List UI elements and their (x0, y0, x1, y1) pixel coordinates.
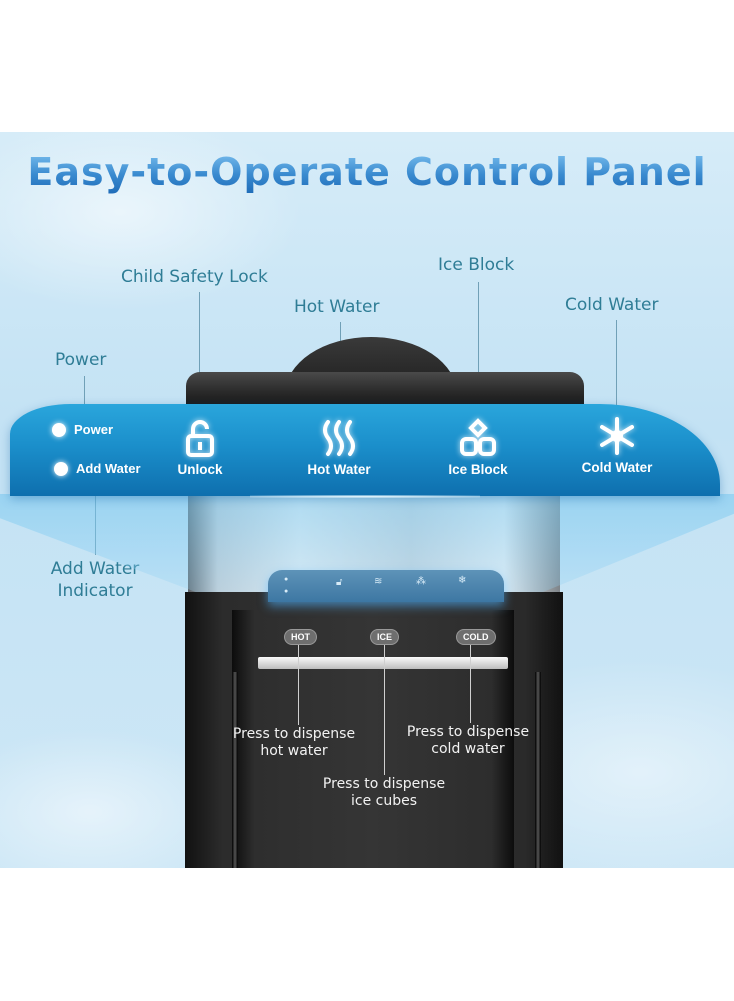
cold-dispense-line2: cold water (431, 741, 505, 757)
mini-lock-icon: 🔓︎ (336, 577, 343, 588)
mini-dot-icon: ● (284, 588, 289, 595)
ice-block-label: Ice Block (448, 462, 508, 477)
callout-add-water-line1: Add Water (50, 559, 140, 579)
ice-dispense-line1: Press to dispense (322, 776, 446, 792)
mini-control-panel: ● ● 🔓︎ ≋ ⁂ ❄ (268, 570, 504, 602)
indicator-add-water: Add Water (54, 461, 141, 476)
hot-button[interactable]: HOT (284, 629, 317, 645)
snowflake-icon (562, 416, 672, 456)
leader-line-cold-dispense (470, 645, 471, 723)
product-infographic: Easy-to-Operate Control Panel Child Safe… (0, 132, 734, 868)
leader-line-cold (616, 320, 617, 428)
control-panel-banner (10, 404, 720, 498)
leader-line-hot-dispense (298, 645, 299, 725)
callout-child-safety-lock: Child Safety Lock (121, 267, 268, 287)
cold-water-label: Cold Water (581, 460, 653, 475)
hot-water-label: Hot Water (307, 462, 371, 477)
ice-dispense-text: Press to dispense ice cubes (316, 776, 452, 810)
indicator-add-water-label: Add Water (76, 461, 141, 476)
page-title: Easy-to-Operate Control Panel (0, 150, 734, 194)
mini-dot-icon: ● (284, 576, 289, 583)
power-indicator-light-icon (52, 422, 66, 437)
panel-button-unlock[interactable]: Unlock (145, 418, 255, 477)
panel-button-ice-block[interactable]: Ice Block (423, 418, 533, 477)
dispenser-rail (258, 657, 508, 669)
unlock-label: Unlock (177, 462, 223, 477)
panel-button-hot-water[interactable]: Hot Water (284, 418, 394, 477)
machine-lid (186, 372, 584, 408)
mini-steam-icon: ≋ (374, 576, 383, 587)
cold-button[interactable]: COLD (456, 629, 496, 645)
ice-button[interactable]: ICE (370, 629, 400, 645)
callout-add-water-indicator: Add Water Indicator (43, 558, 147, 602)
leader-line-power (84, 376, 85, 421)
steam-icon (284, 418, 394, 458)
callout-add-water-line2: Indicator (57, 581, 133, 601)
ice-dispense-line2: ice cubes (350, 793, 417, 809)
right-frame-bar (535, 672, 541, 868)
callout-ice-block: Ice Block (438, 255, 515, 275)
indicator-power: Power (52, 422, 113, 437)
callout-cold-water: Cold Water (565, 295, 659, 315)
cold-dispense-text: Press to dispense cold water (400, 724, 536, 758)
callout-hot-water: Hot Water (294, 297, 380, 317)
indicator-power-label: Power (74, 422, 114, 437)
leader-line-ice (478, 282, 479, 427)
mini-ice-icon: ⁂ (416, 576, 426, 587)
leader-line-ice-dispense (384, 645, 385, 775)
mini-snowflake-icon: ❄ (458, 575, 467, 586)
ice-cubes-icon (423, 418, 533, 458)
panel-button-cold-water[interactable]: Cold Water (562, 416, 672, 475)
unlock-icon (145, 418, 255, 458)
hot-dispense-text: Press to dispense hot water (226, 726, 362, 760)
callout-power: Power (55, 350, 107, 370)
left-frame-bar (232, 672, 238, 868)
dispenser-recess (232, 610, 514, 868)
add-water-indicator-light-icon (54, 461, 68, 476)
cold-dispense-line1: Press to dispense (406, 724, 530, 740)
hot-dispense-line2: hot water (260, 743, 328, 759)
leader-line-lock (199, 292, 200, 424)
hot-dispense-line1: Press to dispense (232, 726, 356, 742)
